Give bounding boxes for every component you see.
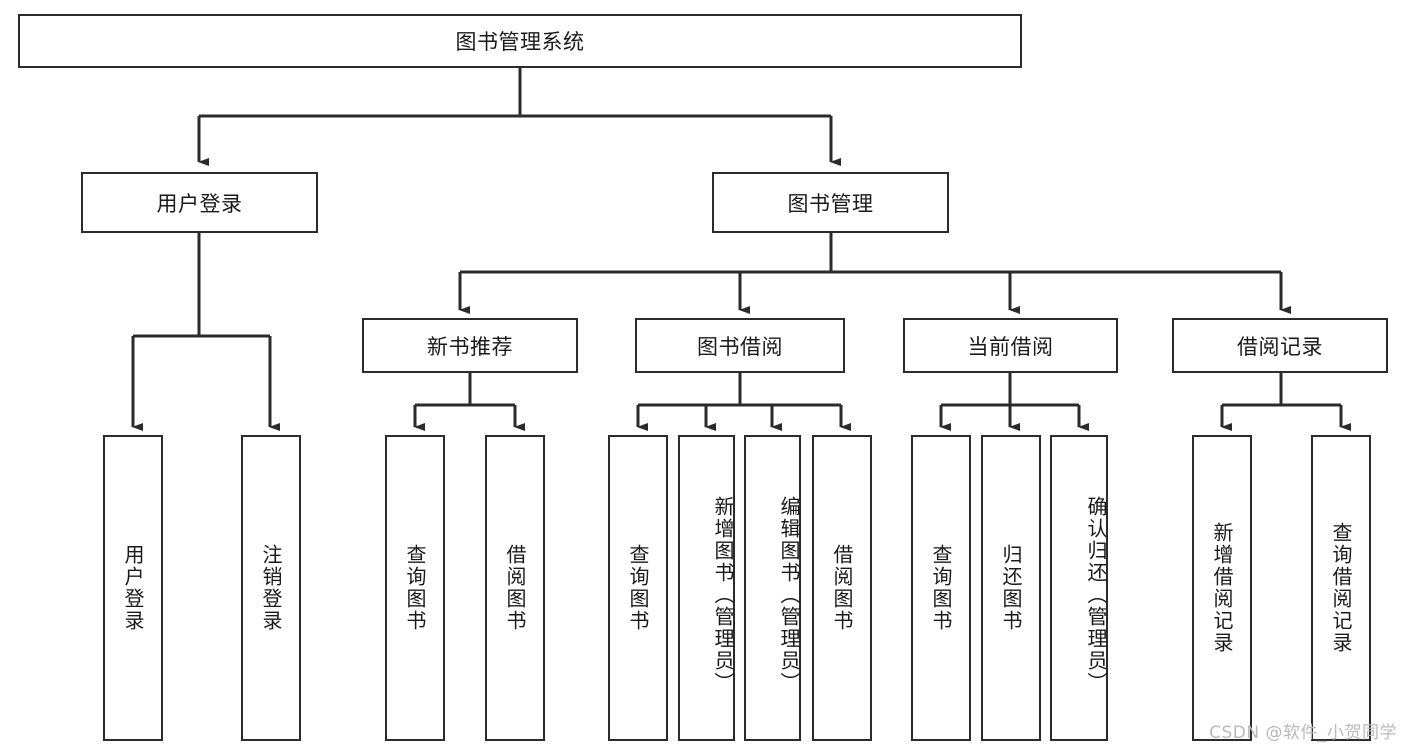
node-current-borrow[interactable]: 当前借阅 xyxy=(903,318,1118,373)
leaf-query-borrow-record[interactable]: 查询借阅记录 xyxy=(1311,435,1371,741)
node-label: 新增图书（管理员） xyxy=(711,496,735,694)
node-label: 新书推荐 xyxy=(427,334,513,359)
node-label: 用户登录 xyxy=(121,544,145,632)
node-label: 图书管理系统 xyxy=(455,30,585,54)
node-label: 归还图书 xyxy=(999,544,1023,632)
node-label: 借阅图书 xyxy=(830,544,854,632)
node-label: 借阅图书 xyxy=(503,544,527,632)
leaf-add-borrow-record[interactable]: 新增借阅记录 xyxy=(1192,435,1252,741)
node-label: 查询借阅记录 xyxy=(1329,522,1353,654)
leaf-user-logout[interactable]: 注销登录 xyxy=(241,435,301,741)
node-label: 新增借阅记录 xyxy=(1210,522,1234,654)
node-label: 查询图书 xyxy=(403,544,427,632)
leaf-confirm-return-admin[interactable]: 确认归还（管理员） xyxy=(1050,435,1108,741)
leaf-return-books[interactable]: 归还图书 xyxy=(981,435,1041,741)
node-new-book-recommend[interactable]: 新书推荐 xyxy=(362,318,578,373)
node-user-login[interactable]: 用户登录 xyxy=(81,172,318,233)
leaf-query-books-recommend[interactable]: 查询图书 xyxy=(385,435,445,741)
node-label: 确认归还（管理员） xyxy=(1084,496,1108,694)
node-label: 借阅记录 xyxy=(1237,334,1323,359)
leaf-query-books-current[interactable]: 查询图书 xyxy=(911,435,971,741)
leaf-borrow-books-recommend[interactable]: 借阅图书 xyxy=(485,435,545,741)
node-label: 当前借阅 xyxy=(967,334,1054,359)
node-book-management[interactable]: 图书管理 xyxy=(712,172,949,233)
node-root-system[interactable]: 图书管理系统 xyxy=(18,14,1022,68)
leaf-borrow-books[interactable]: 借阅图书 xyxy=(812,435,872,741)
node-borrow-records[interactable]: 借阅记录 xyxy=(1172,318,1388,373)
node-label: 图书借阅 xyxy=(697,334,783,359)
node-label: 注销登录 xyxy=(259,544,283,632)
node-label: 查询图书 xyxy=(626,544,650,632)
node-label: 查询图书 xyxy=(929,544,953,632)
leaf-user-login[interactable]: 用户登录 xyxy=(103,435,163,741)
node-label: 用户登录 xyxy=(156,191,243,216)
node-label: 图书管理 xyxy=(787,191,874,216)
node-label: 编辑图书（管理员） xyxy=(777,496,801,694)
leaf-edit-book-admin[interactable]: 编辑图书（管理员） xyxy=(744,435,801,741)
node-book-borrow[interactable]: 图书借阅 xyxy=(635,318,845,373)
leaf-query-books-borrow[interactable]: 查询图书 xyxy=(608,435,668,741)
leaf-add-book-admin[interactable]: 新增图书（管理员） xyxy=(678,435,735,741)
